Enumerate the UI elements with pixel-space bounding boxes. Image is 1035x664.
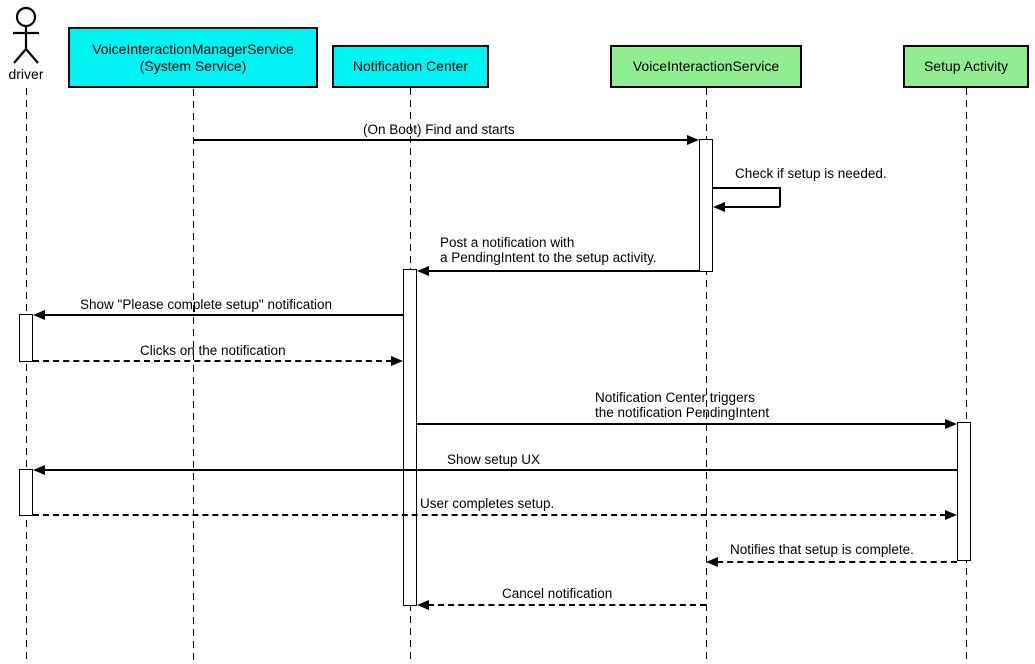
arrowhead-right-icon — [945, 510, 957, 520]
participant-label: Notification Center — [352, 58, 469, 74]
message-label-show-setup-ux: Show setup UX — [447, 452, 541, 467]
arrowhead-right-icon — [391, 356, 403, 366]
message-line-post-notification — [428, 270, 699, 272]
arrowhead-left-icon — [713, 202, 725, 212]
message-label-post-notification-line1: Post a notification with — [440, 235, 575, 250]
self-message-top-line — [713, 187, 780, 189]
message-line-notifies-complete — [717, 561, 957, 563]
participant-voice-interaction-service: VoiceInteractionService — [610, 45, 802, 88]
message-label-nc-triggers-line2: the notification PendingIntent — [595, 405, 770, 420]
arrowhead-right-icon — [945, 419, 957, 429]
participant-label: VoiceInteractionManagerService — [92, 40, 294, 57]
lifeline-voice-interaction-manager-service — [193, 89, 194, 664]
message-line-show-setup-ux — [44, 469, 957, 471]
lifeline-voice-interaction-service — [706, 88, 707, 664]
message-label-user-completes: User completes setup. — [420, 496, 555, 511]
message-label-on-boot: (On Boot) Find and starts — [363, 122, 515, 137]
participant-label: Setup Activity — [923, 58, 1009, 74]
arrowhead-right-icon — [687, 135, 699, 145]
lifeline-setup-activity — [966, 88, 967, 664]
arrowhead-left-icon — [417, 600, 429, 610]
message-label-show-please-complete: Show "Please complete setup" notificatio… — [80, 297, 332, 312]
message-label-nc-triggers-line1: Notification Center triggers — [595, 390, 755, 405]
arrowhead-left-icon — [33, 465, 45, 475]
message-label-check-setup: Check if setup is needed. — [735, 166, 887, 181]
participant-notification-center: Notification Center — [332, 45, 489, 88]
self-message-bottom-line — [725, 206, 780, 208]
participant-voice-interaction-manager-service: VoiceInteractionManagerService (System S… — [68, 27, 318, 88]
actor-label: driver — [8, 66, 44, 82]
actor-icon — [6, 5, 46, 65]
message-line-on-boot — [193, 139, 688, 141]
message-label-notifies-complete: Notifies that setup is complete. — [730, 542, 914, 557]
participant-setup-activity: Setup Activity — [903, 45, 1029, 88]
self-message-right-line — [779, 187, 781, 207]
message-line-nc-triggers — [417, 423, 946, 425]
lifeline-driver — [26, 88, 27, 664]
participant-label-line2: (System Service) — [139, 57, 247, 74]
arrowhead-left-icon — [706, 557, 718, 567]
arrowhead-left-icon — [417, 266, 429, 276]
activation-voice-interaction-service — [699, 139, 713, 272]
message-label-cancel-notification: Cancel notification — [502, 586, 613, 601]
activation-setup-activity — [957, 422, 971, 561]
message-label-clicks-notification: Clicks on the notification — [140, 343, 286, 358]
activation-driver-2 — [19, 469, 33, 516]
message-line-cancel-notification — [428, 604, 706, 606]
arrowhead-left-icon — [33, 310, 45, 320]
message-line-user-completes — [33, 514, 946, 516]
message-label-post-notification-line2: a PendingIntent to the setup activity. — [440, 250, 657, 265]
message-line-clicks-notification — [33, 360, 392, 362]
activation-driver-1 — [19, 314, 33, 362]
message-line-show-please-complete — [44, 314, 403, 316]
activation-notification-center — [403, 269, 417, 606]
participant-label: VoiceInteractionService — [632, 58, 780, 74]
